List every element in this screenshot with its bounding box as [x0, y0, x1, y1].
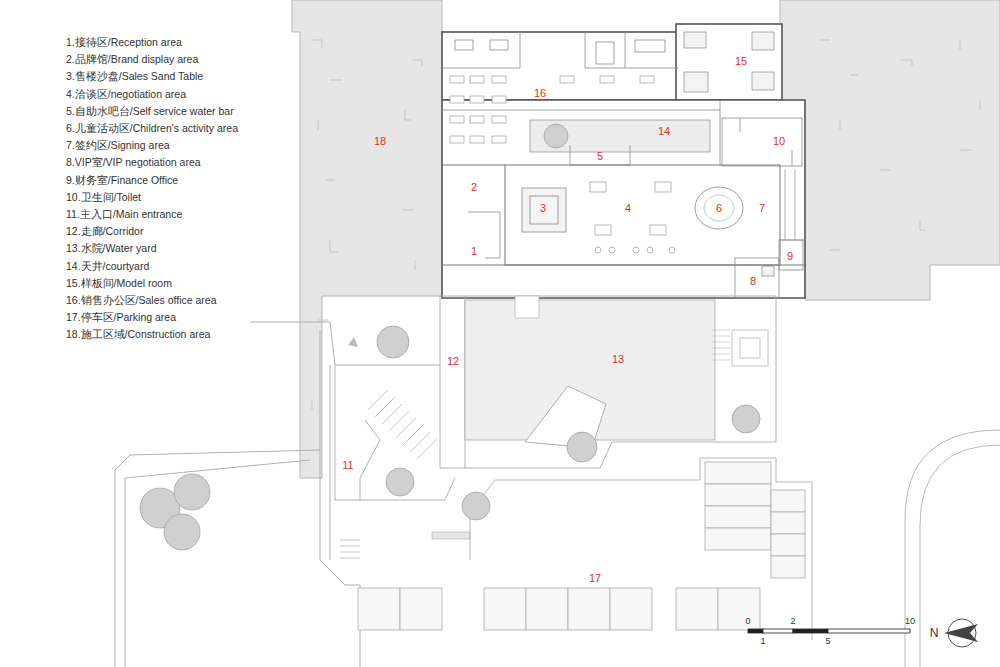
legend-entry: 8.VIP室/VIP negotiation area	[66, 157, 201, 169]
legend-entry: 16.销售办公区/Sales office area	[66, 295, 217, 307]
callout-number: 17	[589, 572, 601, 584]
legend-entry: 4.洽谈区/negotiation area	[66, 89, 186, 101]
callout-number: 10	[773, 135, 785, 147]
legend-entry: 1.接待区/Reception area	[66, 37, 182, 49]
north-label: N	[930, 627, 939, 640]
scale-number: 5	[825, 637, 830, 647]
callout-number: 18	[374, 135, 386, 147]
legend-entry: 10.卫生间/Toilet	[66, 192, 141, 204]
scale-number: 0	[745, 617, 750, 627]
callout-number: 2	[471, 181, 477, 193]
callout-number: 5	[597, 150, 603, 162]
scale-number: 2	[790, 617, 795, 627]
legend-entry: 11.主入口/Main entrance	[66, 209, 182, 221]
legend-entry: 7.签约区/Signing area	[66, 140, 170, 152]
callout-number: 6	[716, 202, 722, 214]
scale-number: 1	[760, 637, 765, 647]
scale-number: 10	[905, 617, 915, 627]
callout-number: 1	[471, 245, 477, 257]
legend-entry: 13.水院/Water yard	[66, 243, 156, 255]
callout-number: 11	[342, 459, 353, 471]
legend-entry: 12.走廊/Corridor	[66, 226, 143, 238]
callout-number: 7	[759, 202, 765, 214]
legend-entry: 9.财务室/Finance Office	[66, 175, 178, 187]
legend-entry: 18.施工区域/Construction area	[66, 329, 210, 341]
callout-number: 4	[625, 202, 631, 214]
callout-number: 9	[787, 250, 793, 262]
legend-entry: 3.售楼沙盘/Sales Sand Table	[66, 71, 203, 83]
callout-number: 13	[612, 353, 624, 365]
legend-entry: 15.样板间/Model room	[66, 278, 172, 290]
callout-number: 12	[447, 355, 459, 367]
callout-number: 16	[534, 87, 546, 99]
legend-entry: 17.停车区/Parking area	[66, 312, 176, 324]
legend-entry: 5.自助水吧台/Self service water bar	[66, 106, 234, 118]
callout-number: 15	[735, 55, 747, 67]
legend-entry: 2.品牌馆/Brand display area	[66, 54, 198, 66]
legend-entry: 14.天井/courtyard	[66, 261, 149, 273]
callout-number: 14	[658, 125, 670, 137]
legend-entry: 6.儿童活动区/Children's activity area	[66, 123, 238, 135]
callout-number: 8	[750, 275, 756, 287]
callout-number: 3	[540, 202, 546, 214]
